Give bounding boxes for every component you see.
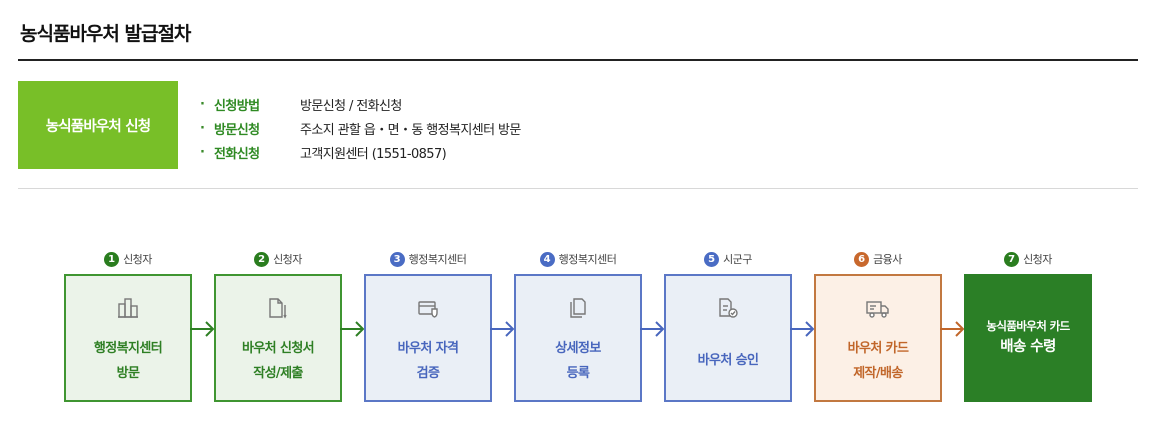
step-2: 2 신청자 바우처 신청서 작성/제출: [214, 248, 342, 402]
info-item: · 전화신청 고객지원센터 (1551-0857): [200, 140, 521, 164]
step-5: 5 시군구 바우처 승인: [664, 248, 792, 402]
step-header: 3 행정복지센터: [364, 248, 492, 270]
step-number: 2: [254, 251, 270, 267]
title-divider: [18, 59, 1138, 61]
step-actor: 신청자: [273, 253, 302, 266]
step-header: 6 금융사: [814, 248, 942, 270]
step-header: 7 신청자: [964, 248, 1092, 270]
step-line2: 제작/배송: [853, 366, 903, 381]
step-actor: 행정복지센터: [558, 253, 617, 266]
step-actor: 시군구: [723, 253, 752, 266]
step-card: 바우처 신청서 작성/제출: [214, 274, 342, 402]
arrow-icon: [490, 321, 515, 337]
info-label: 방문신청: [214, 122, 260, 138]
arrow-icon: [340, 321, 365, 337]
documents-icon: [570, 298, 586, 318]
section-divider: [18, 188, 1138, 189]
step-card: 바우처 카드 제작/배송: [814, 274, 942, 402]
bullet: ·: [200, 120, 205, 136]
step-card: 바우처 자격 검증: [364, 274, 492, 402]
page-title: 농식품바우처 발급절차: [20, 23, 191, 45]
arrow-icon: [190, 321, 215, 337]
step-actor: 행정복지센터: [408, 253, 467, 266]
step-line1: 행정복지센터: [93, 341, 163, 356]
arrow-icon: [940, 321, 965, 337]
step-actor: 신청자: [1023, 253, 1052, 266]
step-line1: 농식품바우처 카드: [986, 319, 1070, 333]
step-actor: 신청자: [123, 253, 152, 266]
document-check-icon: [719, 298, 738, 318]
step-7: 7 신청자 농식품바우처 카드 배송 수령: [964, 248, 1092, 402]
bullet: ·: [200, 144, 205, 160]
step-line2: 등록: [566, 366, 590, 381]
step-line1: 바우처 카드: [847, 341, 909, 356]
step-line1: 상세정보: [555, 341, 601, 356]
step-header: 2 신청자: [214, 248, 342, 270]
document-pen-icon: [269, 298, 287, 319]
info-item: · 방문신청 주소지 관할 읍・면・동 행정복지센터 방문: [200, 116, 521, 140]
step-card: 바우처 승인: [664, 274, 792, 402]
step-line2: 방문: [116, 366, 140, 381]
step-number: 4: [539, 251, 555, 267]
step-header: 1 신청자: [64, 248, 192, 270]
step-line2: 검증: [416, 366, 440, 381]
info-value: 주소지 관할 읍・면・동 행정복지센터 방문: [300, 122, 521, 138]
info-label: 전화신청: [214, 146, 260, 162]
truck-icon: [866, 301, 889, 318]
step-number: 7: [1004, 251, 1020, 267]
step-header: 4 행정복지센터: [514, 248, 642, 270]
step-line2: 배송 수령: [1000, 339, 1056, 355]
process-steps: 1 신청자 행정복지센터 방문 2 신청자: [0, 248, 1149, 408]
step-line2: 작성/제출: [253, 366, 303, 381]
step-4: 4 행정복지센터 상세정보 등록: [514, 248, 642, 402]
step-6: 6 금융사 바우처 카드 제작/배송: [814, 248, 942, 402]
step-actor: 금융사: [873, 253, 902, 266]
step-1: 1 신청자 행정복지센터 방문: [64, 248, 192, 402]
apply-box: 농식품바우처 신청: [18, 81, 178, 169]
step-header: 5 시군구: [664, 248, 792, 270]
step-3: 3 행정복지센터 바우처 자격 검증: [364, 248, 492, 402]
info-value: 고객지원센터 (1551-0857): [300, 146, 447, 162]
step-card: 행정복지센터 방문: [64, 274, 192, 402]
building-icon: [118, 298, 138, 318]
arrow-icon: [640, 321, 665, 337]
step-card: 농식품바우처 카드 배송 수령: [964, 274, 1092, 402]
card-shield-icon: [418, 301, 438, 318]
info-value: 방문신청 / 전화신청: [300, 98, 402, 114]
info-item: · 신청방법 방문신청 / 전화신청: [200, 92, 521, 116]
step-card: 상세정보 등록: [514, 274, 642, 402]
step-number: 5: [704, 251, 720, 267]
step-number: 3: [389, 251, 405, 267]
step-line1: 바우처 신청서: [241, 341, 315, 356]
apply-info-list: · 신청방법 방문신청 / 전화신청 · 방문신청 주소지 관할 읍・면・동 행…: [200, 92, 521, 164]
info-label: 신청방법: [214, 98, 260, 114]
step-line1: 바우처 승인: [697, 353, 759, 368]
step-line1: 바우처 자격: [397, 341, 459, 356]
bullet: ·: [200, 96, 205, 112]
step-number: 6: [854, 251, 870, 267]
arrow-icon: [790, 321, 815, 337]
apply-title: 농식품바우처 신청: [45, 118, 151, 135]
step-number: 1: [104, 251, 120, 267]
